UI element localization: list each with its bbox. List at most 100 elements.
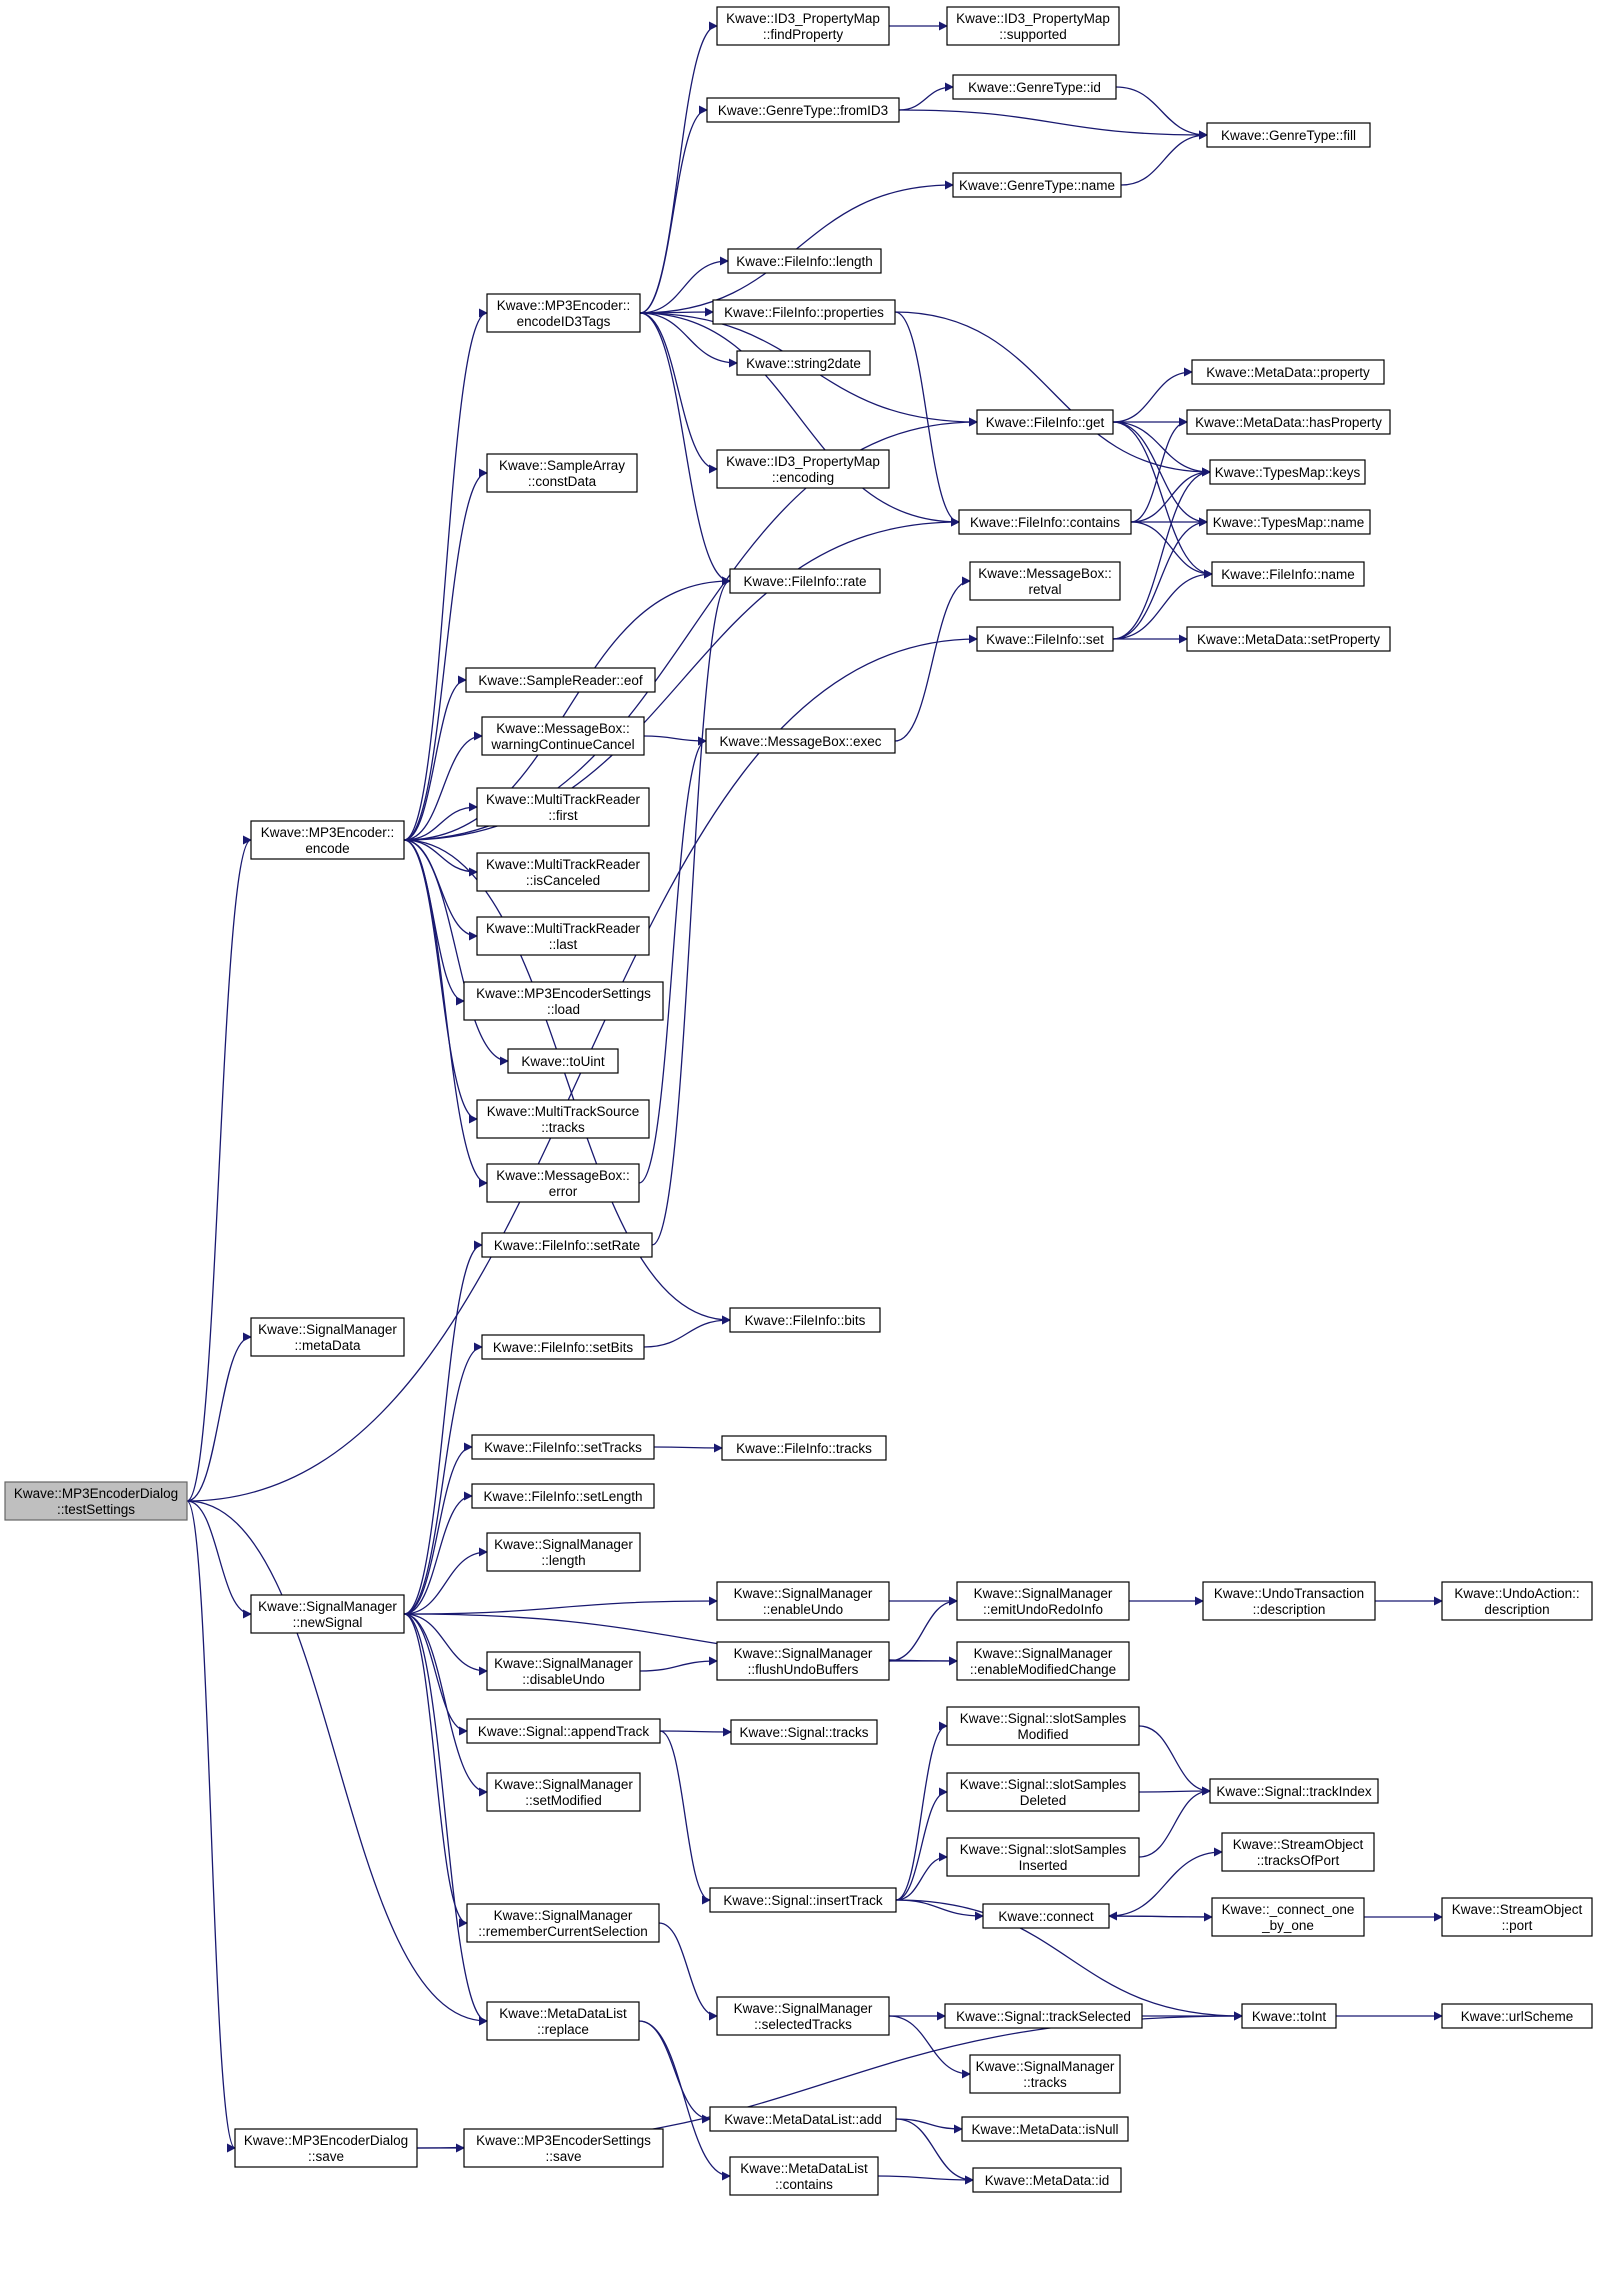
node-mtrFirst[interactable]: Kwave::MultiTrackReader::first [476, 787, 650, 827]
node-soPort[interactable]: Kwave::StreamObject::port [1441, 1897, 1593, 1937]
node-testSettings[interactable]: Kwave::MP3EncoderDialog::testSettings [4, 1481, 188, 1521]
node-fiGet[interactable]: Kwave::FileInfo::get [976, 409, 1114, 435]
node-box [486, 2001, 640, 2041]
node-box [250, 820, 405, 860]
node-label: ::testSettings [57, 1502, 135, 1517]
node-label: Kwave::Signal::appendTrack [478, 1724, 650, 1739]
node-smSelectedTracks[interactable]: Kwave::SignalManager::selectedTracks [716, 1996, 890, 2036]
node-encSettingsSave[interactable]: Kwave::MP3EncoderSettings::save [463, 2128, 664, 2168]
node-fiSetTracks[interactable]: Kwave::FileInfo::setTracks [471, 1434, 655, 1460]
node-label: Kwave::FileInfo::contains [970, 515, 1120, 530]
node-box [486, 293, 641, 333]
node-smFlushUndo[interactable]: Kwave::SignalManager::flushUndoBuffers [716, 1641, 890, 1681]
node-mbError[interactable]: Kwave::MessageBox::error [486, 1163, 640, 1203]
node-fiSetRate[interactable]: Kwave::FileInfo::setRate [481, 1232, 653, 1258]
node-label: _by_one [1261, 1918, 1314, 1933]
edge-encode-to-mtrFirst [403, 802, 478, 841]
node-box [1241, 2003, 1337, 2029]
node-label: Kwave::StreamObject [1452, 1902, 1583, 1917]
node-eof[interactable]: Kwave::SampleReader::eof [465, 667, 656, 693]
node-dlgSave[interactable]: Kwave::MP3EncoderDialog::save [234, 2128, 418, 2168]
node-label: warningContinueCancel [490, 737, 634, 752]
node-box [476, 1099, 650, 1139]
node-genreId[interactable]: Kwave::GenreType::id [952, 74, 1117, 100]
node-warningContinueCancel[interactable]: Kwave::MessageBox::warningContinueCancel [481, 716, 645, 756]
node-smEmitUndoRedo[interactable]: Kwave::SignalManager::emitUndoRedoInfo [956, 1581, 1130, 1621]
node-mdSetProperty[interactable]: Kwave::MetaData::setProperty [1186, 626, 1391, 652]
node-label: Kwave::MP3EncoderDialog [244, 2133, 408, 2148]
node-genreFill[interactable]: Kwave::GenreType::fill [1206, 122, 1371, 148]
node-genreFromID3[interactable]: Kwave::GenreType::fromID3 [706, 97, 900, 123]
node-tmName[interactable]: Kwave::TypesMap::name [1206, 509, 1371, 535]
node-label: Kwave::MP3EncoderSettings [476, 986, 651, 1001]
node-smLength[interactable]: Kwave::SignalManager::length [486, 1532, 641, 1572]
node-toUint[interactable]: Kwave::toUint [507, 1048, 619, 1074]
node-smRemember[interactable]: Kwave::SignalManager::rememberCurrentSel… [466, 1903, 660, 1943]
node-sigInsertTrack[interactable]: Kwave::Signal::insertTrack [709, 1887, 897, 1913]
node-mdIsNull[interactable]: Kwave::MetaData::isNull [961, 2116, 1129, 2142]
node-mtrLast[interactable]: Kwave::MultiTrackReader::last [476, 916, 650, 956]
node-string2date[interactable]: Kwave::string2date [736, 350, 871, 376]
node-mtsTracks[interactable]: Kwave::MultiTrackSource::tracks [476, 1099, 650, 1139]
node-label: Kwave::ID3_PropertyMap [726, 454, 880, 469]
node-toInt[interactable]: Kwave::toInt [1241, 2003, 1337, 2029]
node-sigTrackSelected[interactable]: Kwave::Signal::trackSelected [944, 2003, 1143, 2029]
node-fiProperties[interactable]: Kwave::FileInfo::properties [712, 299, 896, 325]
node-id3Encoding[interactable]: Kwave::ID3_PropertyMap::encoding [716, 449, 890, 489]
node-mdHasProperty[interactable]: Kwave::MetaData::hasProperty [1186, 409, 1391, 435]
node-urlScheme[interactable]: Kwave::urlScheme [1441, 2003, 1593, 2029]
node-fiBits[interactable]: Kwave::FileInfo::bits [729, 1307, 881, 1333]
node-sigAppendTrack[interactable]: Kwave::Signal::appendTrack [466, 1718, 661, 1744]
node-newSignal[interactable]: Kwave::SignalManager::newSignal [250, 1594, 405, 1634]
node-label: Kwave::SignalManager [494, 1777, 633, 1792]
node-smTracks[interactable]: Kwave::SignalManager::tracks [969, 2054, 1121, 2094]
node-smMetaData[interactable]: Kwave::SignalManager::metaData [250, 1317, 405, 1357]
node-mbRetval[interactable]: Kwave::MessageBox::retval [969, 561, 1121, 601]
node-utDescription[interactable]: Kwave::UndoTransaction::description [1202, 1581, 1376, 1621]
node-mdlAdd[interactable]: Kwave::MetaDataList::add [709, 2106, 897, 2132]
node-smEnableUndo[interactable]: Kwave::SignalManager::enableUndo [716, 1581, 890, 1621]
node-tmKeys[interactable]: Kwave::TypesMap::keys [1209, 459, 1366, 485]
node-soTracksOfPort[interactable]: Kwave::StreamObject::tracksOfPort [1221, 1832, 1375, 1872]
node-mdProperty[interactable]: Kwave::MetaData::property [1191, 359, 1385, 385]
node-fiSet[interactable]: Kwave::FileInfo::set [976, 626, 1114, 652]
node-box [706, 97, 900, 123]
node-mbExec[interactable]: Kwave::MessageBox::exec [705, 728, 896, 754]
node-fiName[interactable]: Kwave::FileInfo::name [1211, 561, 1365, 587]
node-uaDescription[interactable]: Kwave::UndoAction::description [1441, 1581, 1593, 1621]
node-fiSetLength[interactable]: Kwave::FileInfo::setLength [471, 1483, 655, 1509]
node-constData[interactable]: Kwave::SampleArray::constData [486, 453, 638, 493]
node-encodeID3Tags[interactable]: Kwave::MP3Encoder::encodeID3Tags [486, 293, 641, 333]
node-smDisableUndo[interactable]: Kwave::SignalManager::disableUndo [486, 1651, 641, 1691]
edge-testSettings-to-newSignal [186, 1500, 252, 1619]
node-mdlContains[interactable]: Kwave::MetaDataList::contains [729, 2156, 879, 2196]
node-fiLength[interactable]: Kwave::FileInfo::length [727, 248, 882, 274]
node-fiContains[interactable]: Kwave::FileInfo::contains [958, 509, 1132, 535]
node-label: Kwave::MessageBox:: [978, 566, 1112, 581]
node-mtrIsCanceled[interactable]: Kwave::MultiTrackReader::isCanceled [476, 852, 650, 892]
node-label: Kwave::FileInfo::get [986, 415, 1105, 430]
node-genreName[interactable]: Kwave::GenreType::name [952, 172, 1122, 198]
node-smEnableModified[interactable]: Kwave::SignalManager::enableModifiedChan… [956, 1641, 1130, 1681]
node-label: ::save [545, 2149, 581, 2164]
node-id3Supported[interactable]: Kwave::ID3_PropertyMap::supported [946, 6, 1120, 46]
node-fiTracks[interactable]: Kwave::FileInfo::tracks [721, 1435, 887, 1461]
node-box [956, 1641, 1130, 1681]
edge-fiSetRate-to-fiRate [651, 576, 731, 1246]
node-connect[interactable]: Kwave::connect [982, 1903, 1110, 1929]
node-mdId[interactable]: Kwave::MetaData::id [972, 2167, 1122, 2193]
node-encode[interactable]: Kwave::MP3Encoder::encode [250, 820, 405, 860]
node-fiSetBits[interactable]: Kwave::FileInfo::setBits [481, 1334, 645, 1360]
node-fiRate[interactable]: Kwave::FileInfo::rate [729, 568, 881, 594]
node-sigTrackIndex[interactable]: Kwave::Signal::trackIndex [1209, 1778, 1379, 1804]
node-mdlReplace[interactable]: Kwave::MetaDataList::replace [486, 2001, 640, 2041]
node-encSettingsLoad[interactable]: Kwave::MP3EncoderSettings::load [463, 981, 664, 1021]
node-smSetModified[interactable]: Kwave::SignalManager::setModified [486, 1772, 641, 1812]
node-id3FindProperty[interactable]: Kwave::ID3_PropertyMap::findProperty [716, 6, 890, 46]
node-sigTracks[interactable]: Kwave::Signal::tracks [730, 1719, 878, 1745]
edge-encodeID3Tags-to-string2date [639, 312, 738, 368]
node-connectOneByOne[interactable]: Kwave::_connect_one_by_one [1211, 1897, 1365, 1937]
